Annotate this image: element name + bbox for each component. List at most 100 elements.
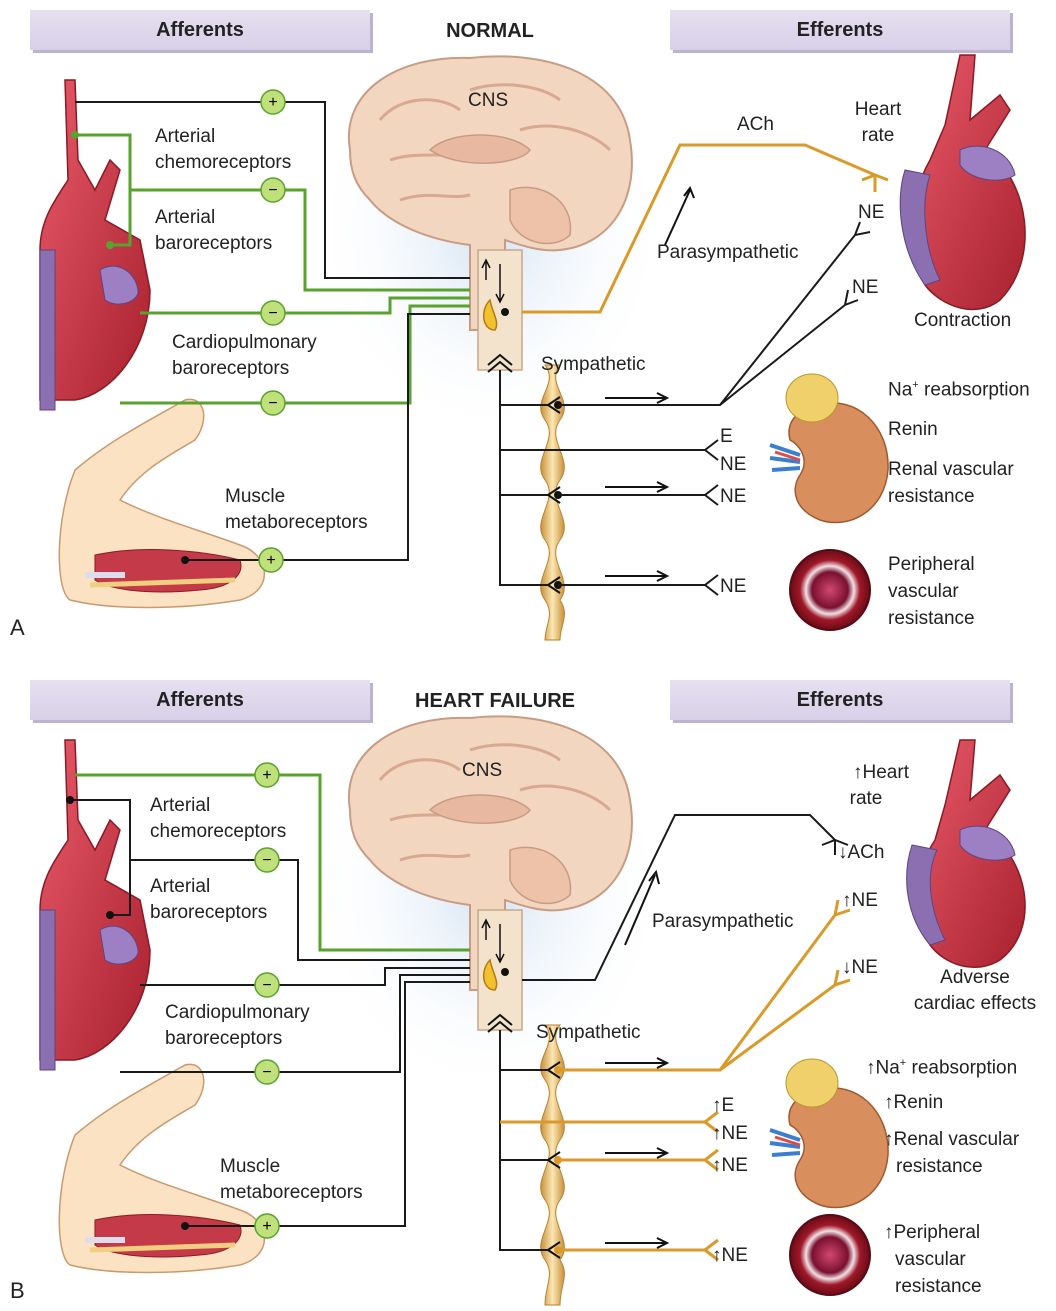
afferent-chemo-2: chemoreceptors bbox=[150, 819, 286, 845]
heart-rate-1: ↑Heart bbox=[826, 760, 936, 786]
wire-post-vessel bbox=[558, 575, 718, 595]
svg-text:−: − bbox=[262, 1064, 271, 1081]
ne-heart-2: NE bbox=[852, 275, 878, 301]
panel-heart-failure: + − − − + Afferents HEART FAILURE Effere… bbox=[0, 660, 1056, 1310]
na-text: Na bbox=[888, 379, 912, 400]
svg-text:+: + bbox=[266, 552, 275, 569]
efferents-header: Efferents bbox=[670, 680, 1010, 720]
afferent-baro-2: baroreceptors bbox=[155, 231, 272, 257]
panel-title: NORMAL bbox=[400, 20, 580, 43]
ach-label: ↓ACh bbox=[838, 840, 884, 866]
afferent-baro-2: baroreceptors bbox=[150, 900, 267, 926]
ne-kidney: NE bbox=[720, 452, 746, 478]
nucleus-dot bbox=[501, 308, 509, 316]
nucleus-dot bbox=[501, 968, 509, 976]
svg-text:−: − bbox=[262, 977, 271, 994]
sign-cardio-1: − bbox=[255, 973, 279, 997]
na-reabsorption: ↑Na+ reabsorption bbox=[866, 1050, 1017, 1081]
renal-1: ↑Renal vascular bbox=[884, 1127, 1019, 1153]
afferent-muscle-2: metaboreceptors bbox=[225, 510, 368, 536]
afferent-baro-1: Arterial bbox=[150, 874, 210, 900]
sympathetic-label: Sympathetic bbox=[536, 1020, 641, 1046]
heart-rate-1: Heart bbox=[838, 97, 918, 123]
afferent-baro-1: Arterial bbox=[155, 205, 215, 231]
periph-1: Peripheral bbox=[888, 552, 975, 578]
sympathetic-label: Sympathetic bbox=[541, 352, 646, 378]
periph-1: ↑Peripheral bbox=[884, 1220, 980, 1246]
adverse-1: Adverse bbox=[895, 965, 1055, 991]
periph-2: vascular bbox=[888, 579, 959, 605]
svg-text:+: + bbox=[262, 767, 271, 784]
na-text: ↑Na bbox=[866, 1057, 900, 1078]
kidney-illustration bbox=[770, 374, 888, 523]
ne-vessel: ↑NE bbox=[712, 1243, 748, 1269]
parasympathetic-label: Parasympathetic bbox=[652, 909, 794, 935]
na-rest: reabsorption bbox=[906, 1057, 1017, 1078]
left-heart-illustration bbox=[40, 80, 150, 410]
svg-text:+: + bbox=[262, 1218, 271, 1235]
sign-cardio-2: − bbox=[255, 1060, 279, 1084]
na-reabsorption: Na+ reabsorption bbox=[888, 372, 1030, 403]
vessel-cross-section bbox=[790, 1215, 870, 1295]
svg-text:+: + bbox=[268, 94, 277, 111]
sign-cardio-1: − bbox=[261, 301, 285, 325]
periph-3: resistance bbox=[895, 1274, 982, 1300]
sign-chemo: + bbox=[261, 90, 285, 114]
svg-text:−: − bbox=[268, 305, 277, 322]
afferent-muscle-1: Muscle bbox=[225, 484, 285, 510]
renal-1: Renal vascular bbox=[888, 457, 1014, 483]
sign-baro: − bbox=[255, 848, 279, 872]
left-heart-illustration bbox=[40, 740, 150, 1070]
afferent-chemo-2: chemoreceptors bbox=[155, 150, 291, 176]
afferent-muscle-1: Muscle bbox=[220, 1154, 280, 1180]
svg-text:−: − bbox=[268, 182, 277, 199]
afferent-cardio-1: Cardiopulmonary bbox=[165, 1000, 310, 1026]
sign-cardio-2: − bbox=[261, 391, 285, 415]
ne-heart-1: ↑NE bbox=[842, 888, 878, 914]
adverse-2: cardiac effects bbox=[895, 991, 1055, 1017]
afferents-header: Afferents bbox=[30, 680, 370, 720]
panel-normal: + − − − + Afferents NORMAL Efferents CNS… bbox=[0, 0, 1056, 650]
ne-kidney-2: NE bbox=[720, 484, 746, 510]
afferent-cardio-1: Cardiopulmonary bbox=[172, 330, 317, 356]
afferent-chemo-1: Arterial bbox=[155, 124, 215, 150]
contraction-label: Contraction bbox=[914, 308, 1011, 334]
efferents-header: Efferents bbox=[670, 10, 1010, 50]
sign-muscle: + bbox=[259, 548, 283, 572]
cns-label: CNS bbox=[468, 88, 508, 114]
afferent-muscle-2: metaboreceptors bbox=[220, 1180, 363, 1206]
svg-text:−: − bbox=[268, 395, 277, 412]
heart-rate-2: rate bbox=[826, 786, 906, 812]
afferent-cardio-2: baroreceptors bbox=[172, 356, 289, 382]
renal-2: resistance bbox=[888, 484, 975, 510]
renin-label: ↑Renin bbox=[884, 1090, 943, 1116]
periph-2: vascular bbox=[895, 1247, 966, 1273]
ach-label: ACh bbox=[737, 112, 774, 138]
renin-label: Renin bbox=[888, 417, 938, 443]
na-rest: reabsorption bbox=[919, 379, 1030, 400]
afferent-chemo-1: Arterial bbox=[150, 793, 210, 819]
heart-rate-2: rate bbox=[838, 123, 918, 149]
periph-3: resistance bbox=[888, 606, 975, 632]
panel-title: HEART FAILURE bbox=[390, 690, 600, 713]
ne-kidney-2: ↑NE bbox=[712, 1153, 748, 1179]
afferent-cardio-2: baroreceptors bbox=[165, 1026, 282, 1052]
renal-2: resistance bbox=[896, 1154, 983, 1180]
vessel-cross-section bbox=[790, 550, 870, 630]
sign-baro: − bbox=[261, 178, 285, 202]
sign-muscle: + bbox=[255, 1214, 279, 1238]
ne-heart-1: NE bbox=[858, 200, 884, 226]
afferents-header: Afferents bbox=[30, 10, 370, 50]
panel-letter: A bbox=[10, 615, 25, 641]
e-kidney: ↑E bbox=[712, 1093, 734, 1119]
sign-chemo: + bbox=[255, 763, 279, 787]
e-kidney: E bbox=[720, 424, 733, 450]
cns-label: CNS bbox=[462, 758, 502, 784]
panel-letter: B bbox=[10, 1278, 25, 1304]
ne-heart-2: ↓NE bbox=[842, 955, 878, 981]
ne-kidney: ↑NE bbox=[712, 1121, 748, 1147]
ne-vessel: NE bbox=[720, 574, 746, 600]
parasympathetic-label: Parasympathetic bbox=[657, 240, 799, 266]
svg-text:−: − bbox=[262, 852, 271, 869]
right-heart-illustration bbox=[900, 55, 1025, 309]
